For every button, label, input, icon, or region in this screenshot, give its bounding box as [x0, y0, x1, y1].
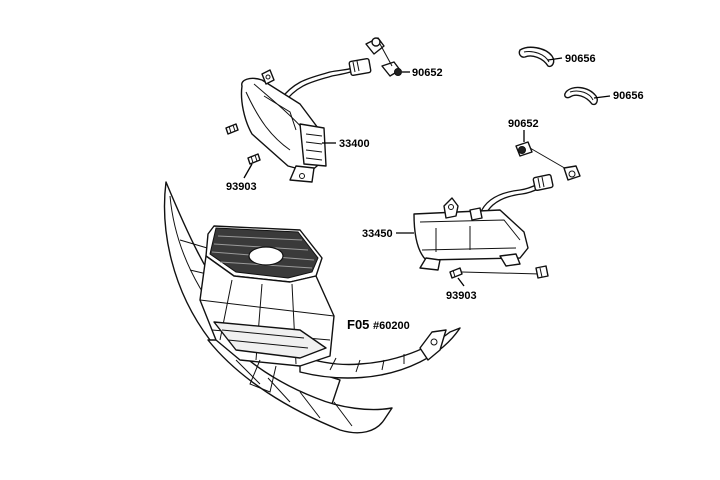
label-screw-right: 93903 — [446, 290, 477, 302]
label-clip-lower: 90656 — [613, 90, 644, 102]
leader-clip-lower — [593, 95, 611, 99]
label-clip-upper: 90656 — [565, 53, 596, 65]
label-lamp-left: 33400 — [339, 138, 370, 150]
label-bulb-left: 90652 — [412, 67, 443, 79]
label-lamp-right: 33450 — [362, 228, 393, 240]
fog-lamp-right-wiring — [479, 173, 554, 223]
vent-opening — [248, 246, 284, 266]
label-fairing-ref: #60200 — [373, 320, 410, 332]
bulb-socket-left — [379, 43, 402, 77]
label-screw-left: 93903 — [226, 181, 257, 193]
screw-right-b — [535, 265, 549, 279]
retaining-clip-lower — [564, 86, 598, 106]
screw-left-lower — [247, 153, 261, 165]
screw-left-upper — [225, 123, 239, 135]
front-fairing — [163, 181, 461, 434]
fog-lamp-right — [413, 197, 529, 271]
retaining-clip-upper — [518, 46, 555, 68]
leader-clip-upper — [547, 57, 563, 61]
leader-screw-right — [457, 277, 465, 287]
label-bulb-right: 90652 — [508, 118, 539, 130]
leader-screw-left — [243, 163, 253, 179]
bulb-socket-right — [515, 141, 581, 181]
label-fairing-code: F05 — [347, 317, 369, 332]
screw-right-a — [449, 267, 463, 279]
fog-lamp-left-wiring — [279, 37, 385, 105]
fog-lamp-left — [240, 69, 327, 183]
